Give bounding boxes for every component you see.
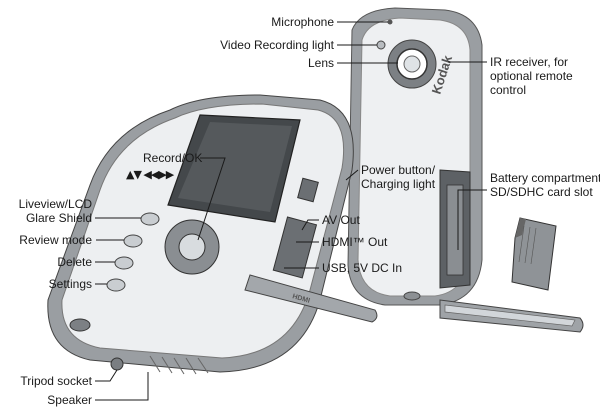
port-door: [244, 274, 378, 323]
liveview-button: [140, 212, 160, 226]
settings-button: [106, 278, 126, 292]
review-mode-button: [123, 234, 143, 248]
label-tripod-socket: Tripod socket: [20, 374, 92, 388]
label-power-button: Power button/ Charging light: [361, 163, 436, 191]
label-review-mode: Review mode: [19, 233, 92, 247]
camera-rear-standing: Kodak: [333, 7, 584, 333]
delete-button: [114, 256, 134, 270]
label-arrow-keys: ▲▼ ◀◀▶▶: [126, 168, 174, 181]
label-microphone: Microphone: [271, 15, 334, 29]
record-ok-button: [178, 233, 206, 261]
label-record-ok: Record/OK: [143, 151, 203, 165]
label-video-recording-light: Video Recording light: [220, 38, 334, 52]
label-settings: Settings: [48, 277, 92, 291]
label-liveview: Liveview/LCD Glare Shield: [18, 197, 92, 225]
label-av-out: AV Out: [322, 213, 360, 227]
label-ir-receiver: IR receiver, for optional remote control: [490, 55, 573, 97]
label-battery: Battery compartment, SD/SDHC card slot: [490, 171, 600, 199]
video-recording-light: [376, 40, 386, 50]
microphone: [387, 19, 393, 25]
label-lens: Lens: [307, 56, 334, 70]
sd-card: [511, 217, 557, 291]
label-hdmi-out: HDMI™ Out: [322, 235, 388, 249]
leader-lines: [95, 21, 487, 401]
hdmi-logo: HDMI: [291, 293, 310, 305]
label-speaker: Speaker: [47, 393, 92, 407]
label-usb: USB, 5V DC In: [322, 261, 403, 275]
label-delete: Delete: [57, 255, 92, 269]
tripod-socket: [110, 357, 124, 371]
